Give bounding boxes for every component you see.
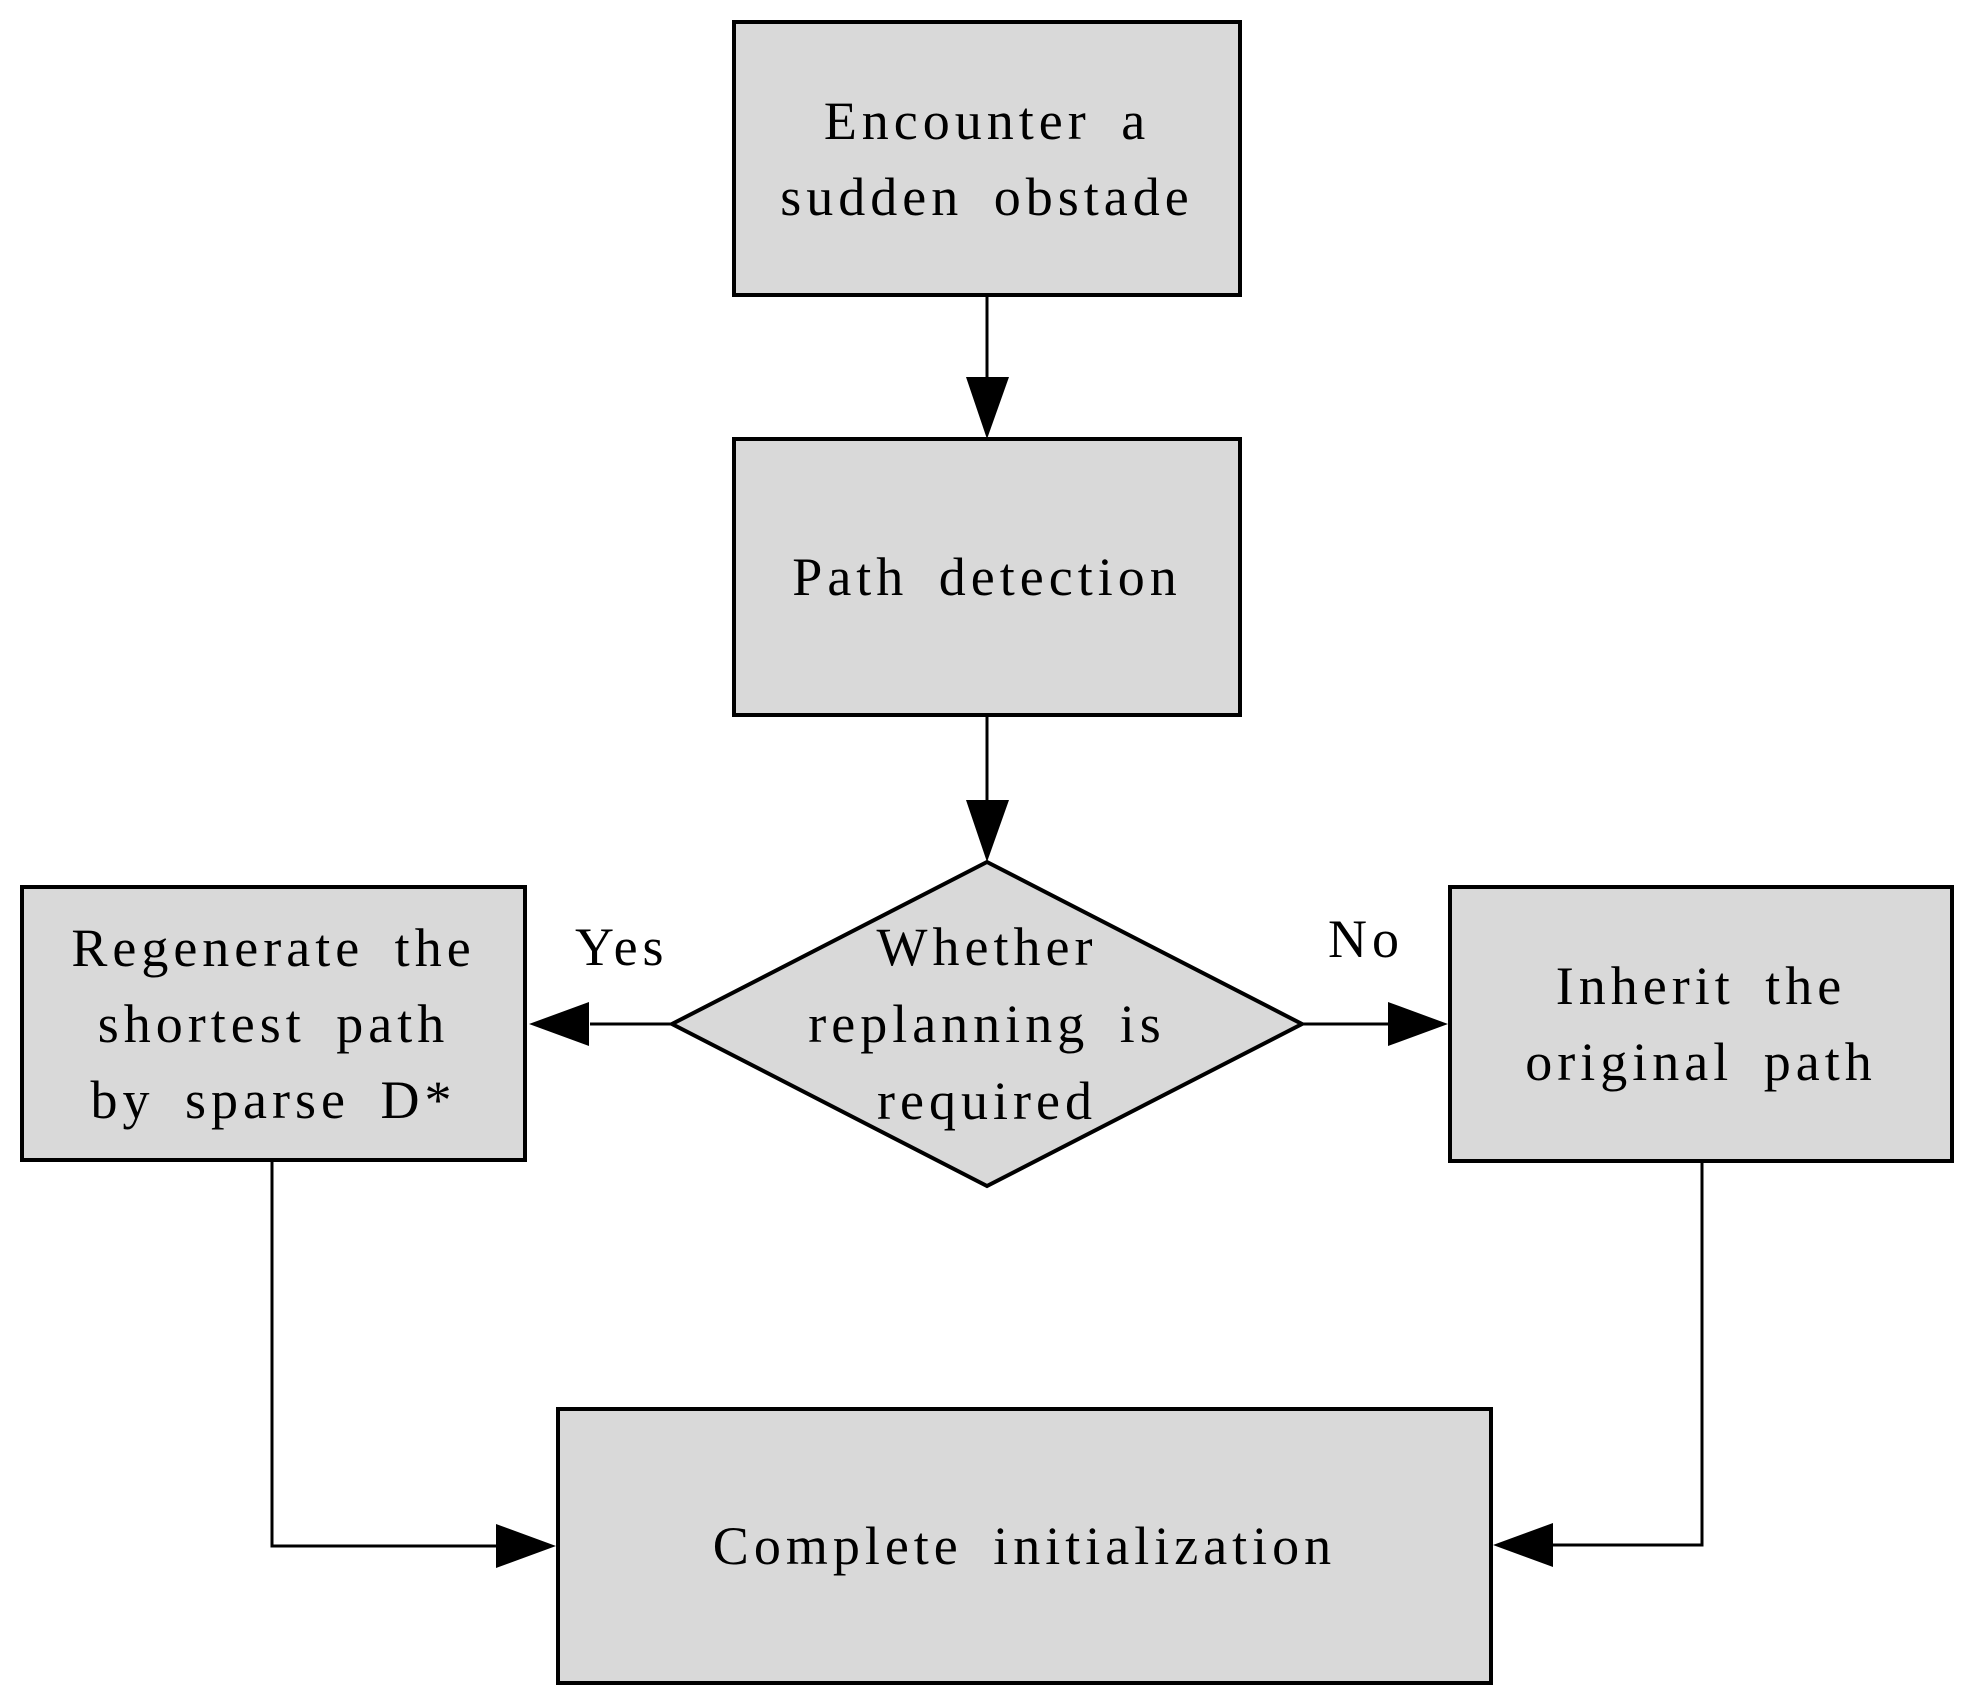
arrowhead-left-to-regenerate-icon [529,1002,589,1046]
node-decision-replanning: Whether replanning is required [672,862,1302,1186]
decision-diamond-shape [667,859,1307,1189]
node-path-detection: Path detection [732,437,1242,717]
edge-label-no: No [1328,909,1404,969]
node-line: sudden obstade [780,166,1194,227]
node-line: Regenerate the [71,917,476,978]
node-complete-initialization: Complete initialization [556,1407,1493,1685]
node-line: shortest path [97,993,450,1054]
arrowhead-down-to-path-icon [966,377,1009,439]
arrowhead-right-to-complete-icon [496,1524,556,1568]
node-line: Encounter a [823,90,1151,151]
node-line: required [877,1070,1097,1131]
arrowhead-right-to-inherit-icon [1388,1002,1448,1046]
node-line: Whether [876,916,1098,977]
node-regenerate-path: Regenerate the shortest path by sparse D… [20,885,527,1162]
node-line: by sparse D* [90,1069,457,1130]
edge-regenerate-to-complete [270,1162,498,1548]
arrowhead-left-to-complete-icon [1493,1523,1553,1567]
node-line: replanning is [808,993,1166,1054]
arrowhead-down-to-decision-icon [966,800,1009,862]
node-line: original path [1525,1032,1877,1092]
node-line: Complete initialization [712,1516,1337,1576]
node-encounter-obstacle: Encounter a sudden obstade [732,20,1242,297]
edge-label-yes: Yes [575,917,669,977]
node-line: Inherit the [1555,956,1847,1016]
edge-inherit-to-complete [1551,1163,1704,1547]
node-line: Path detection [792,547,1182,607]
node-inherit-path: Inherit the original path [1448,885,1954,1163]
